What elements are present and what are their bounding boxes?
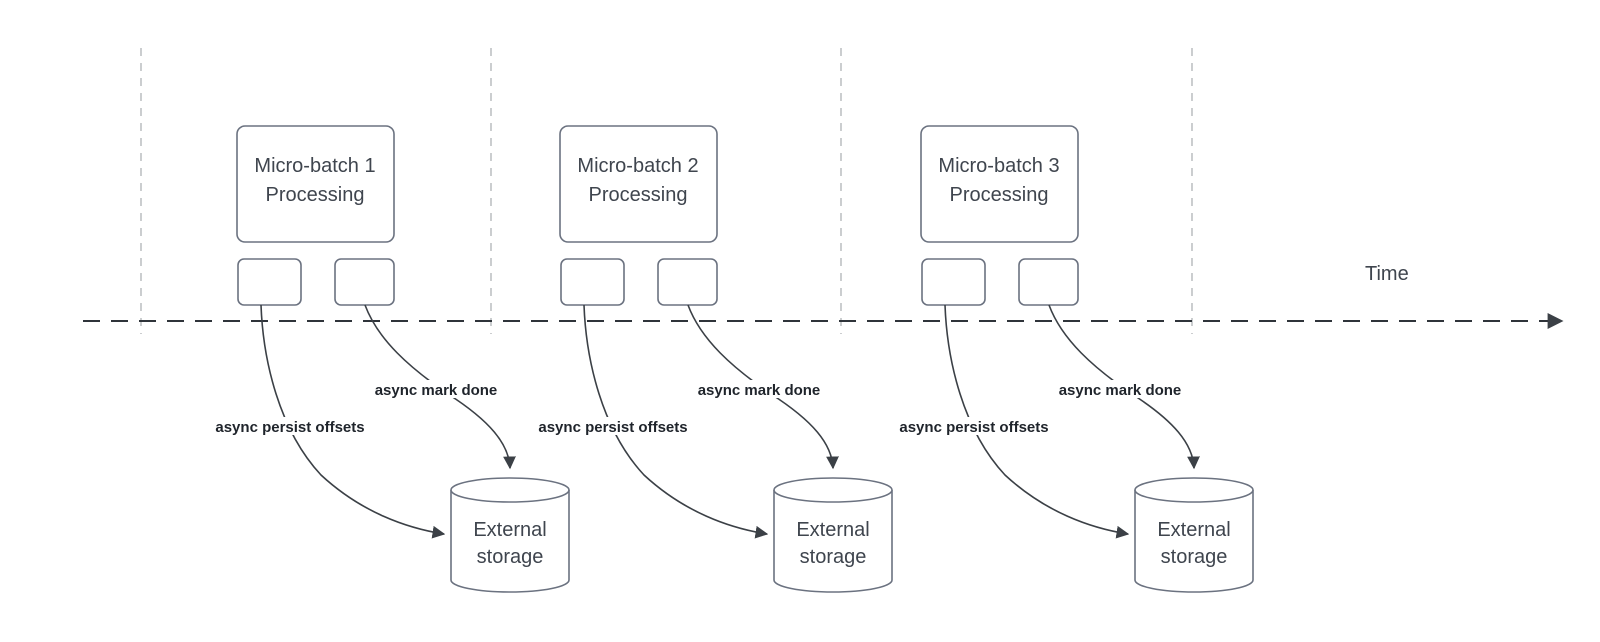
persist-offsets-label-bg — [200, 417, 380, 435]
persist-offsets-arrow — [260, 304, 446, 539]
external-storage-cylinder-top — [1134, 477, 1254, 503]
external-storage-cylinder-body — [450, 490, 570, 593]
external-storage-label-line2: storage — [800, 546, 867, 568]
persist-offsets-arrow — [944, 304, 1130, 539]
external-storage-label-line2: storage — [477, 546, 544, 568]
processing-box-title-line2: Processing — [589, 184, 688, 206]
micro-batch-group-2: Micro-batch 2 Processing async persist o… — [523, 125, 893, 593]
async-task-box-done — [657, 258, 718, 306]
micro-batch-group-1: Micro-batch 1 Processing async persist o… — [200, 125, 570, 593]
mark-done-label: async mark done — [1059, 382, 1182, 399]
persist-offsets-arrow — [583, 304, 769, 539]
mark-done-label-bg — [685, 380, 833, 398]
async-task-box-done — [1018, 258, 1079, 306]
processing-box-title-line2: Processing — [950, 184, 1049, 206]
processing-box — [236, 125, 395, 243]
async-task-box-persist — [237, 258, 302, 306]
external-storage-label-line2: storage — [1161, 546, 1228, 568]
processing-box-title-line1: Micro-batch 3 — [938, 155, 1059, 177]
external-storage-label-line1: External — [796, 519, 869, 541]
micro-batch-group-3: Micro-batch 3 Processing async persist o… — [884, 125, 1254, 593]
external-storage-cylinder-top — [773, 477, 893, 503]
mark-done-label: async mark done — [698, 382, 821, 399]
external-storage-cylinder-top — [450, 477, 570, 503]
async-task-box-persist — [560, 258, 625, 306]
mark-done-label-bg — [362, 380, 510, 398]
external-storage-label-line1: External — [473, 519, 546, 541]
async-task-box-persist — [921, 258, 986, 306]
async-task-box-done — [334, 258, 395, 306]
mark-done-label: async mark done — [375, 382, 498, 399]
processing-box-title-line1: Micro-batch 2 — [577, 155, 698, 177]
persist-offsets-label: async persist offsets — [899, 419, 1048, 436]
external-storage-label-line1: External — [1157, 519, 1230, 541]
external-storage-cylinder-body — [1134, 490, 1254, 593]
persist-offsets-label: async persist offsets — [538, 419, 687, 436]
persist-offsets-label-bg — [884, 417, 1064, 435]
mark-done-label-bg — [1046, 380, 1194, 398]
processing-box-title-line1: Micro-batch 1 — [254, 155, 375, 177]
processing-box-title-line2: Processing — [266, 184, 365, 206]
persist-offsets-label-bg — [523, 417, 703, 435]
persist-offsets-label: async persist offsets — [215, 419, 364, 436]
time-axis-label: Time — [1365, 263, 1409, 285]
external-storage-cylinder-body — [773, 490, 893, 593]
processing-box — [920, 125, 1079, 243]
processing-box — [559, 125, 718, 243]
